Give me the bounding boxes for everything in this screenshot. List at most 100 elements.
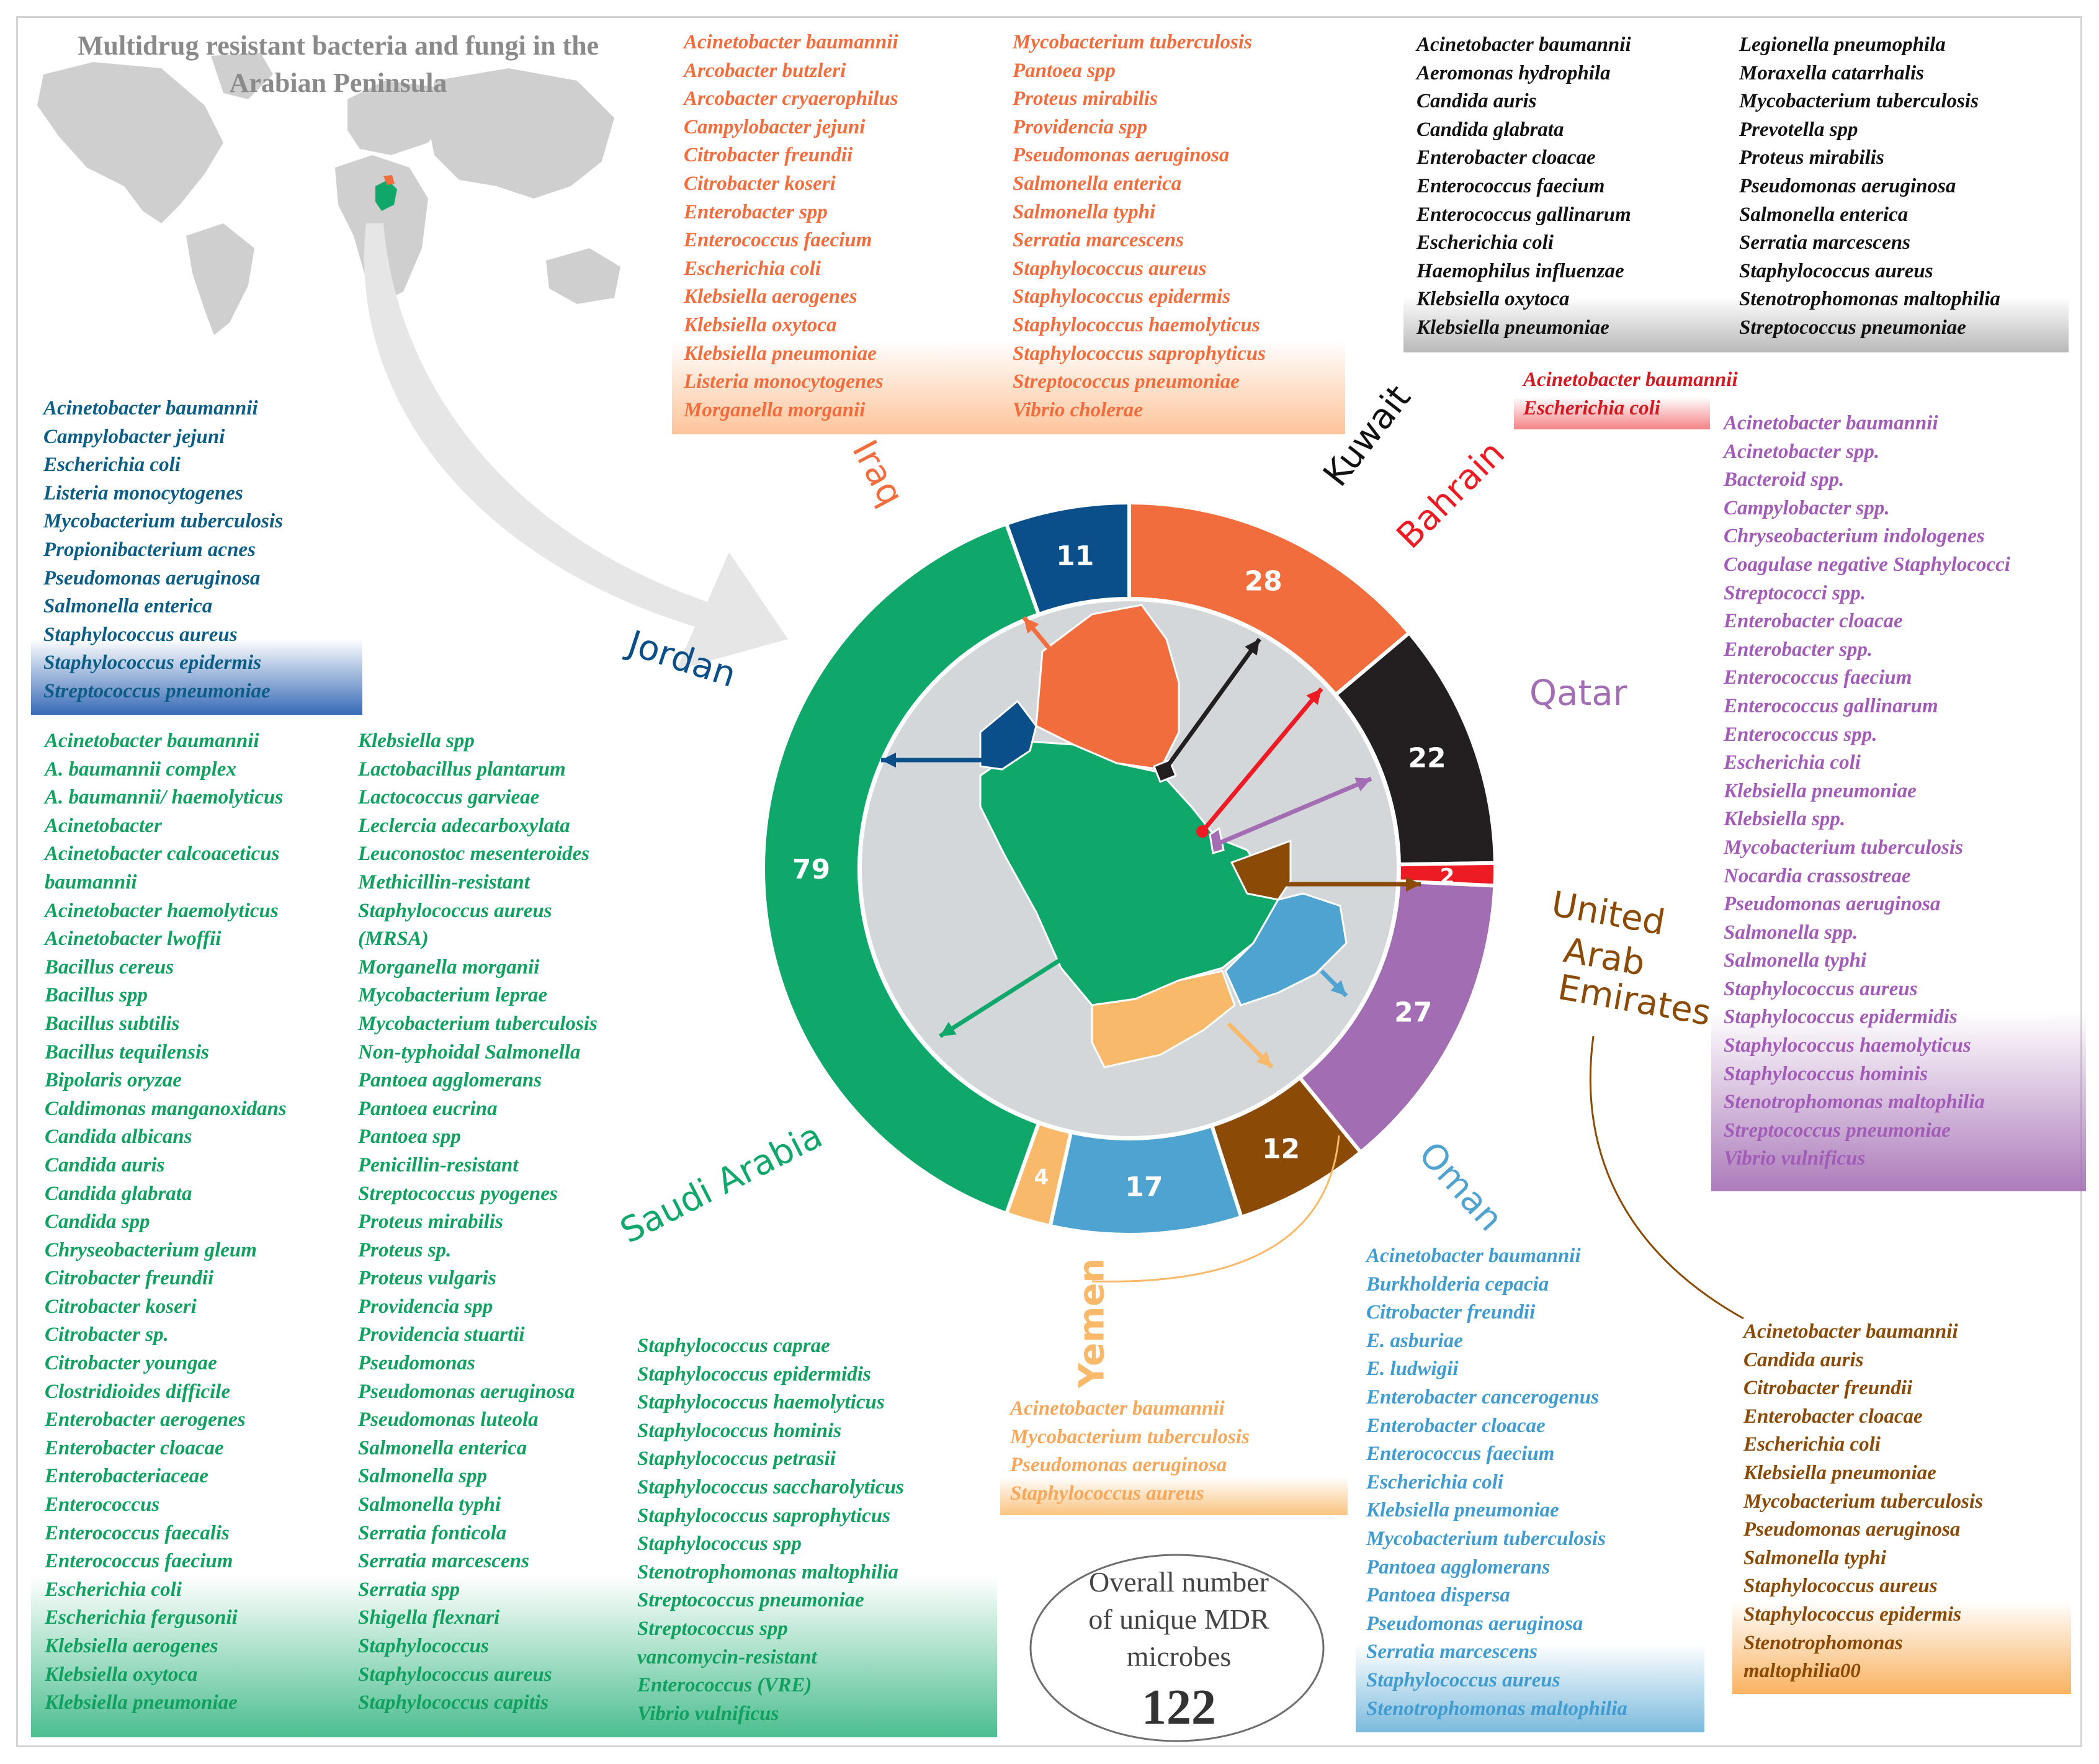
donut-value-united-arab-emirates: 12 <box>1262 1133 1300 1165</box>
species-item: Serratia spp <box>358 1578 460 1601</box>
saudi-list-highlight <box>31 1576 997 1737</box>
species-item: Klebsiella oxytoca <box>45 1663 198 1686</box>
figure-title-line-1: Multidrug resistant bacteria and fungi i… <box>78 30 599 61</box>
species-item: E. ludwigii <box>1366 1358 1459 1381</box>
species-item: baumannii <box>45 871 137 893</box>
species-item: Citrobacter youngae <box>45 1352 217 1375</box>
species-item: Bacillus tequilensis <box>45 1041 209 1063</box>
species-item: Pantoea agglomerans <box>358 1069 542 1092</box>
species-item: Enterobacter cancerogenus <box>1366 1386 1599 1408</box>
species-item: Staphylococcus saccharolyticus <box>637 1475 904 1498</box>
yemen-leader-line <box>1091 1135 1340 1283</box>
donut-value-kuwait: 22 <box>1408 743 1446 774</box>
map-jordan <box>979 699 1037 771</box>
arrow-bahrain-head <box>1306 689 1322 705</box>
species-item: Citrobacter koseri <box>684 172 836 195</box>
donut-value-jordan: 11 <box>1056 540 1094 572</box>
species-item: Enterobacter cloacae <box>45 1436 224 1459</box>
species-item: Pseudomonas luteola <box>358 1408 539 1431</box>
species-item: Mycobacterium tuberculosis <box>43 510 283 533</box>
species-item: Chryseobacterium gleum <box>45 1238 257 1261</box>
species-item: Enterococcus faecium <box>1724 666 1912 689</box>
species-item: Mycobacterium tuberculosis <box>1739 90 1979 113</box>
species-item: Prevotella spp <box>1739 118 1858 141</box>
species-item: Streptococcus pneumoniae <box>1013 370 1240 393</box>
world-map-europe <box>347 81 447 155</box>
species-item: Proteus mirabilis <box>1739 146 1884 169</box>
arrow-iraq-head <box>1024 617 1039 634</box>
species-item: Leuconostoc mesenteroides <box>358 843 590 866</box>
species-item: maltophilia00 <box>1743 1660 1861 1683</box>
yemen-list-highlight <box>1000 1477 1348 1515</box>
species-item: Staphylococcus haemolyticus <box>1013 313 1260 336</box>
species-item: Klebsiella aerogenes <box>684 285 857 308</box>
species-item: Staphylococcus saprophyticus <box>637 1504 890 1527</box>
species-item: Staphylococcus epidermis <box>1013 285 1231 308</box>
species-item: Streptococcus pneumoniae <box>1739 316 1966 339</box>
species-item: Acinetobacter baumannii <box>1366 1245 1581 1267</box>
species-item: Morganella morganii <box>358 956 540 978</box>
arrow-qatar-head <box>1354 777 1371 792</box>
species-item: Mycobacterium tuberculosis <box>1743 1490 1983 1513</box>
species-item: Acinetobacter baumannii <box>1724 412 1938 434</box>
species-item: Stenotrophomonas maltophilia <box>637 1560 898 1583</box>
species-item: Campylobacter jejuni <box>684 115 866 138</box>
iraq-list-highlight <box>672 340 1345 434</box>
species-item: Stenotrophomonas maltophilia <box>1724 1091 1985 1114</box>
species-item: Klebsiella oxytoca <box>1416 288 1570 311</box>
species-item: Shigella flexnari <box>358 1606 500 1629</box>
species-item: Staphylococcus epidermidis <box>637 1363 871 1386</box>
species-item: Vibrio vulnificus <box>1724 1147 1866 1170</box>
species-item: Haemophilus influenzae <box>1416 259 1624 282</box>
species-item: Pantoea dispersa <box>1366 1584 1510 1607</box>
species-item: Coagulase negative Staphylococci <box>1724 553 2010 576</box>
species-item: Pseudomonas aeruginosa <box>1366 1612 1583 1635</box>
species-item: Enterococcus faecium <box>1416 174 1605 197</box>
species-item: Escherichia coli <box>1523 396 1660 419</box>
species-item: Proteus mirabilis <box>1013 87 1158 110</box>
species-item: Pseudomonas aeruginosa <box>358 1380 575 1403</box>
arrow-jordan-head <box>881 753 896 768</box>
species-item: Mycobacterium tuberculosis <box>358 1012 597 1035</box>
species-item: Enterococcus gallinarum <box>1724 694 1938 717</box>
species-item: Clostridioides difficile <box>45 1380 231 1403</box>
species-item: Salmonella typhi <box>358 1493 501 1516</box>
species-item: Stenotrophomonas maltophilia <box>1739 288 2000 311</box>
species-item: Salmonella typhi <box>1743 1546 1887 1569</box>
species-item: Pseudomonas aeruginosa <box>43 566 261 589</box>
species-item: (MRSA) <box>358 928 429 951</box>
species-item: Arcobacter butzleri <box>684 59 846 82</box>
label-yemen: Yemen <box>1072 1258 1112 1389</box>
species-item: Aeromonas hydrophila <box>1416 61 1611 84</box>
species-item: Staphylococcus aureus <box>1013 257 1207 280</box>
arrow-saudi <box>939 954 1068 1038</box>
world-map-inset <box>37 53 620 335</box>
species-item: Serratia marcescens <box>1366 1641 1537 1663</box>
map-qatar <box>1209 826 1225 854</box>
species-item: Chryseobacterium indologenes <box>1724 525 1985 548</box>
arrow-kuwait <box>1163 637 1261 771</box>
species-item: Enterococcus faecalis <box>45 1521 230 1544</box>
species-item: Leclercia adecarboxylata <box>358 814 570 837</box>
species-item: Salmonella spp. <box>1724 921 1858 944</box>
map-oman <box>1224 892 1348 1006</box>
species-item: Candida auris <box>1743 1348 1864 1371</box>
species-item: Acinetobacter haemolyticus <box>45 899 279 922</box>
species-item: Klebsiella aerogenes <box>45 1635 218 1657</box>
species-item: Enterobacter cloacae <box>1743 1405 1923 1428</box>
donut-value-qatar: 27 <box>1394 997 1432 1029</box>
world-map-australia <box>546 248 620 304</box>
species-item: Enterococcus faecium <box>45 1550 233 1573</box>
map-iraq <box>1035 604 1180 771</box>
figure-title-line-2: Arabian Peninsula <box>230 68 447 98</box>
species-item: Staphylococcus spp <box>637 1533 802 1556</box>
donut-segment-saudi-arabia <box>761 521 1041 1216</box>
species-item: Escherichia coli <box>43 454 181 477</box>
species-item: Pseudomonas <box>358 1352 475 1375</box>
